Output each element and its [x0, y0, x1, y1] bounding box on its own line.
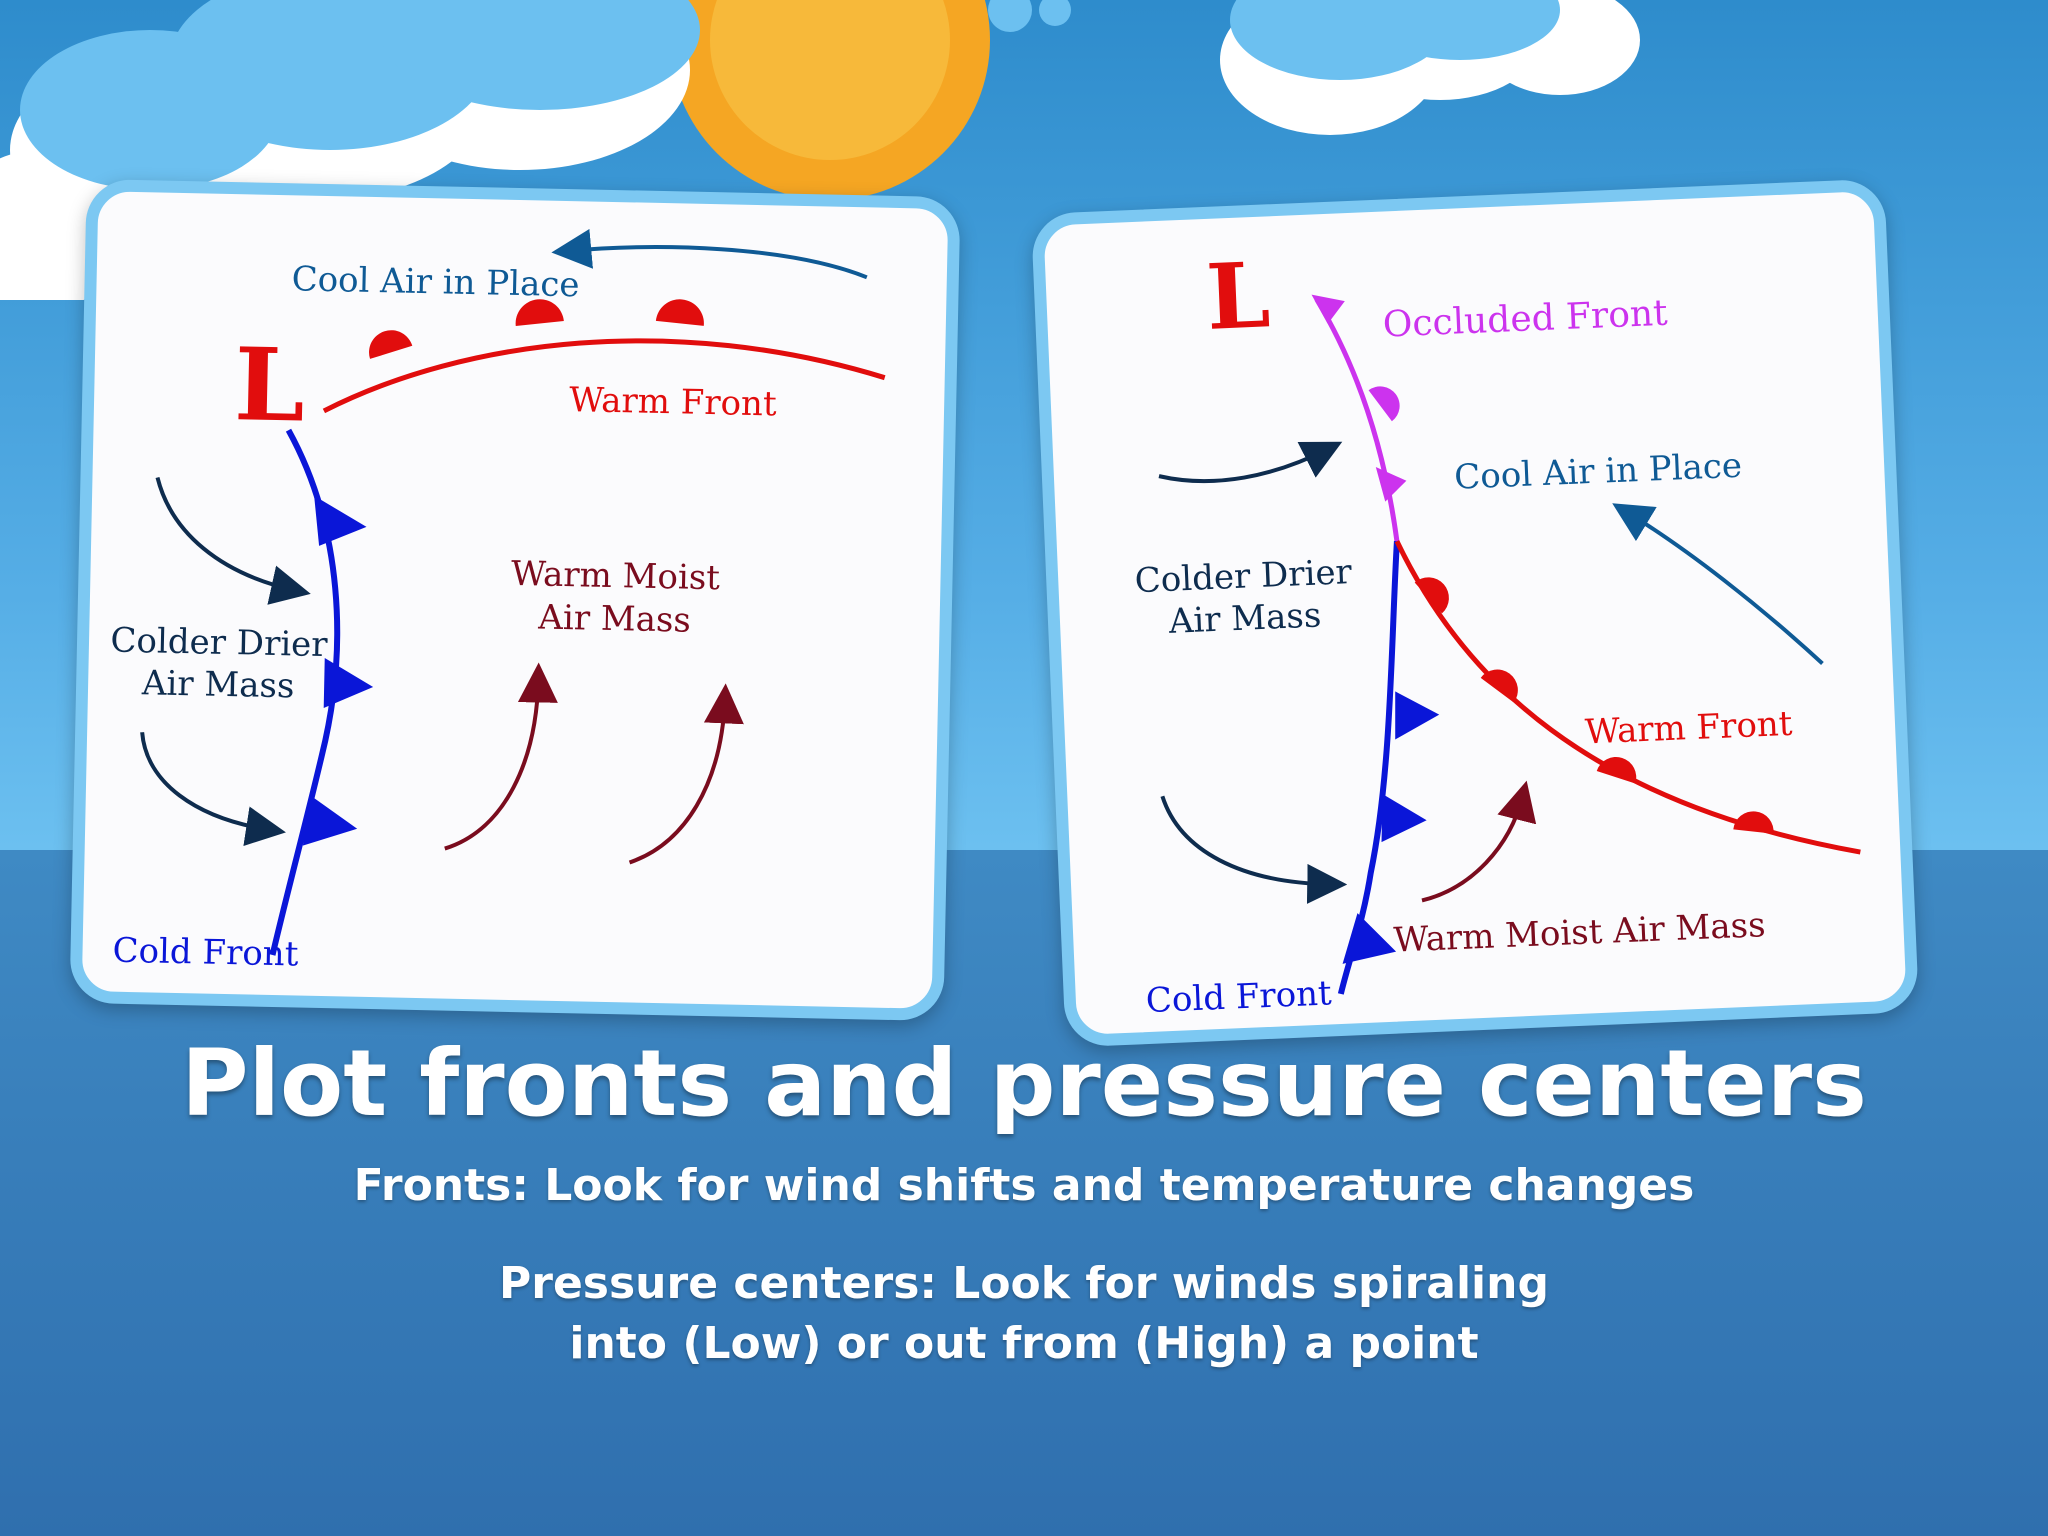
colder-drier-label-line2: Air Mass [141, 663, 295, 706]
cold-front-label: Cold Front [112, 931, 299, 975]
warm-moist-label-line1: Warm Moist [511, 554, 721, 598]
warm-front-label: Warm Front [1584, 704, 1793, 753]
cold-warm-front-diagram: Cool Air in Place Warm Front L Cold Fron… [69, 178, 961, 1022]
warm-front-line [322, 338, 886, 414]
sun-and-clouds-decoration [0, 0, 1640, 300]
warm-air-arrow-left [444, 662, 558, 851]
cold-front-label: Cold Front [1145, 973, 1333, 1021]
cold-air-arrow-upper [1158, 441, 1343, 484]
fronts-guidance-text: Fronts: Look for wind shifts and tempera… [353, 1160, 1695, 1211]
cool-air-label: Cool Air in Place [291, 259, 580, 305]
occluded-front-symbols [1311, 294, 1407, 502]
cold-air-arrow-lower [140, 732, 286, 847]
colder-drier-label-line1: Colder Drier [1134, 552, 1353, 601]
low-pressure-symbol: L [1204, 242, 1272, 351]
low-pressure-symbol: L [233, 325, 306, 444]
pressure-guidance-line2: into (Low) or out from (High) a point [569, 1318, 1479, 1369]
cool-air-arrow [551, 228, 868, 280]
warm-air-arrow-right [628, 683, 744, 865]
warm-front-semicircles [369, 299, 704, 359]
slide-title: Plot fronts and pressure centers [181, 1030, 1867, 1137]
pressure-guidance-line1: Pressure centers: Look for winds spirali… [499, 1258, 1549, 1309]
occluded-front-diagram: L Occluded Front Cool Air in Place Cold … [1030, 178, 1920, 1048]
warm-front-semicircles [1414, 577, 1774, 834]
warm-front-label: Warm Front [569, 380, 778, 424]
warm-moist-label-line2: Air Mass [537, 597, 691, 640]
warm-air-arrow [1421, 780, 1537, 903]
colder-drier-label-line2: Air Mass [1167, 595, 1322, 641]
cool-air-arrow [1612, 503, 1824, 665]
warm-front-line [1394, 540, 1861, 855]
warm-moist-label: Warm Moist Air Mass [1393, 905, 1766, 961]
cold-front-triangles [302, 495, 374, 846]
cold-air-arrow-upper [155, 476, 311, 605]
cold-air-arrow-lower [1160, 795, 1348, 904]
occluded-front-label: Occluded Front [1382, 293, 1669, 346]
cold-front-triangles [1342, 691, 1440, 964]
cool-air-label: Cool Air in Place [1453, 446, 1742, 498]
colder-drier-label-line1: Colder Drier [110, 621, 329, 666]
